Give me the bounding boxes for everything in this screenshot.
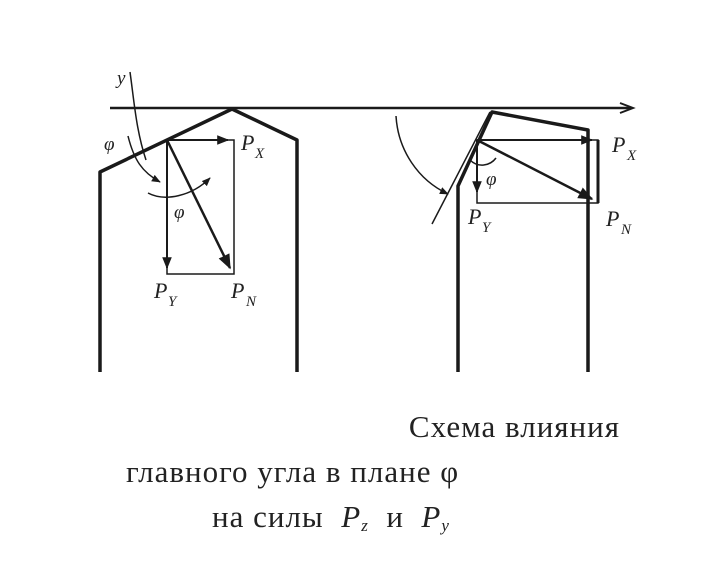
right-phi-label: φ — [486, 169, 497, 190]
right-py-label: P — [467, 204, 481, 229]
left-pn-label: P — [230, 278, 244, 303]
right-pn-label: P — [605, 206, 619, 231]
caption-line-3-pre: на силы — [212, 499, 324, 534]
right-tool-outline — [456, 110, 590, 372]
right-edge-line — [431, 111, 491, 225]
right-tool: φ P X P N P Y — [395, 110, 637, 372]
left-py-label: P — [153, 278, 167, 303]
caption-line-2: главного угла в плане φ — [126, 454, 460, 489]
right-pn-sub: N — [620, 222, 632, 238]
caption-line-1: Схема влияния — [408, 409, 620, 444]
left-pn-sub: N — [245, 294, 257, 310]
caption-pz-sub: z — [361, 516, 369, 535]
surface-line — [110, 102, 636, 114]
right-phi-arc — [395, 115, 449, 195]
left-px-label: P — [240, 130, 254, 155]
left-phi-label-top: φ — [104, 134, 115, 155]
left-py-sub: Y — [168, 294, 178, 310]
right-px-label: P — [611, 132, 625, 157]
right-phi-arc-small — [469, 157, 497, 166]
left-phi-arc-mid — [147, 177, 211, 198]
figure-caption: Схема влияния главного угла в плане φ на… — [120, 404, 620, 548]
left-y-axis — [129, 71, 147, 161]
left-px-sub: X — [254, 146, 265, 162]
left-phi-arc-top — [127, 135, 161, 183]
left-tool: y φ φ P X P N P Y — [98, 68, 299, 372]
caption-py: P — [421, 499, 442, 534]
left-pn-arrow — [165, 139, 232, 270]
caption-py-sub: y — [441, 516, 450, 535]
left-y-label: y — [115, 68, 126, 89]
right-pn-arrow — [476, 138, 594, 201]
caption-and: и — [386, 499, 404, 534]
right-px-sub: X — [626, 148, 637, 164]
caption-line-3: на силы Pz и Py — [120, 494, 620, 548]
left-phi-label-mid: φ — [174, 202, 185, 223]
caption-pz: P — [341, 499, 362, 534]
left-tool-outline — [98, 107, 299, 372]
right-py-sub: Y — [482, 220, 492, 236]
